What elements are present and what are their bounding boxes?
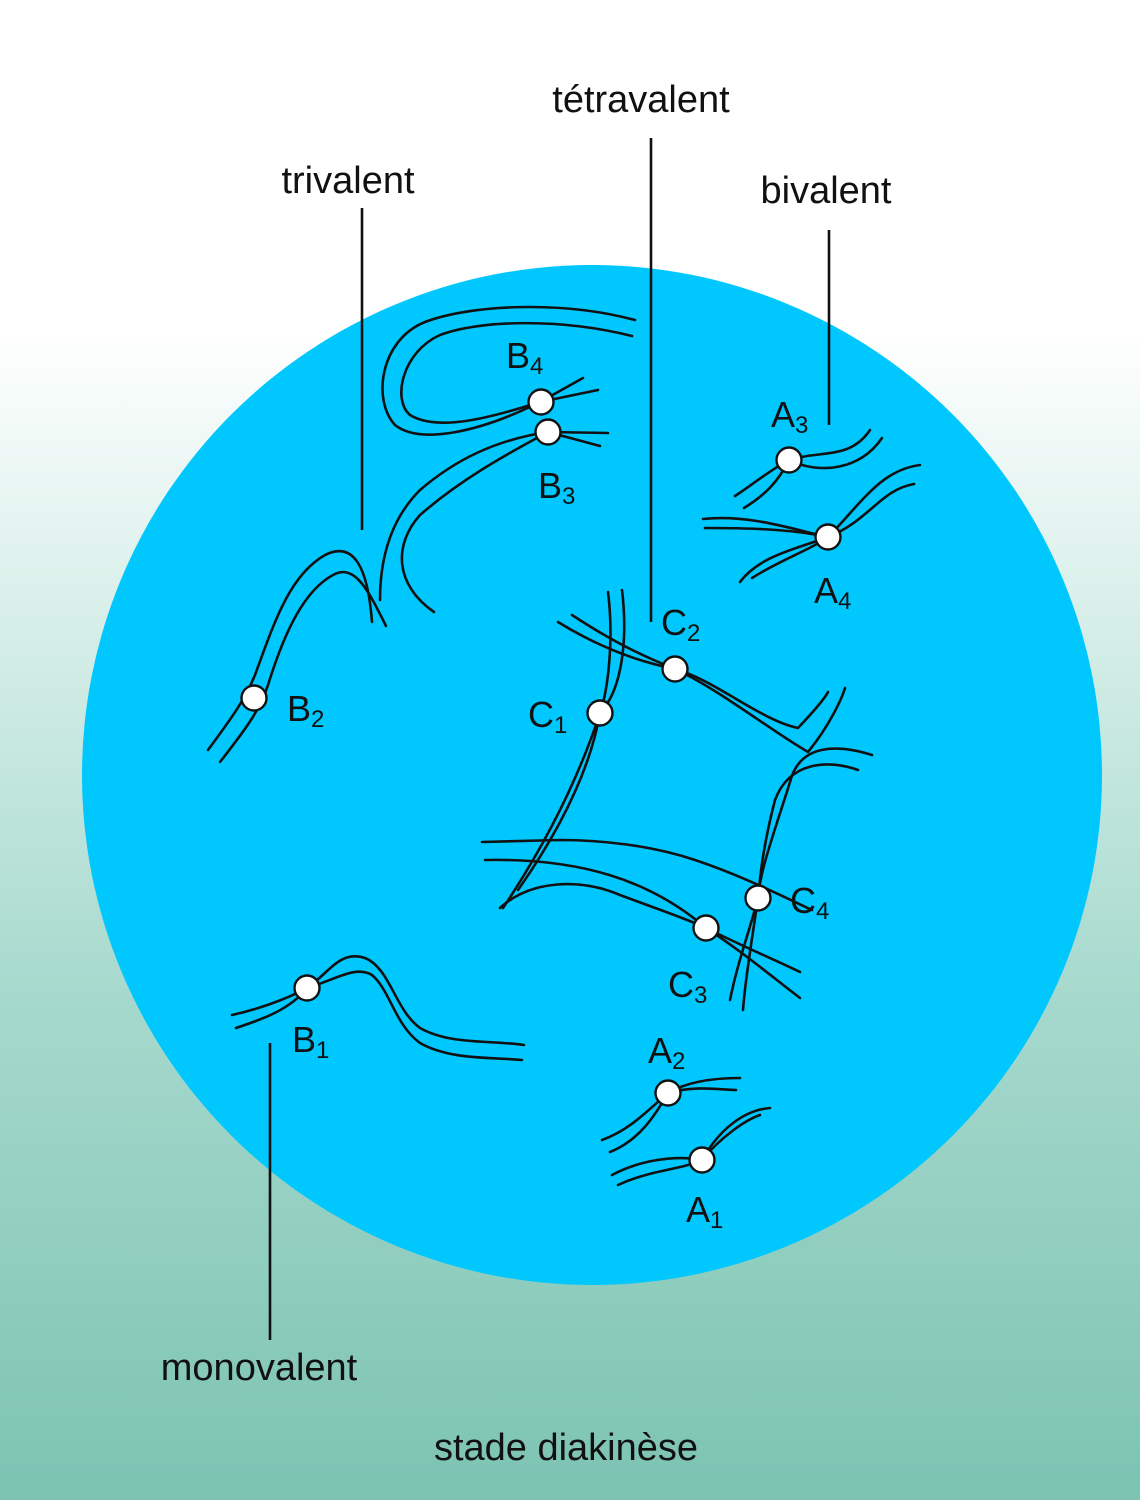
label-c4: C4	[790, 880, 829, 925]
monovalent-strand	[230, 955, 526, 1047]
centromere-c3	[692, 914, 720, 942]
label-a3: A3	[771, 394, 808, 439]
tetravalent-strand	[570, 613, 830, 730]
centromere-a1	[688, 1146, 716, 1174]
tetravalent-strand	[728, 747, 874, 1002]
label-c1: C1	[528, 694, 567, 739]
label-b3: B3	[538, 465, 575, 510]
label-monovalent: monovalent	[161, 1347, 358, 1389]
nucleus	[82, 265, 1102, 1285]
centromere-b2	[240, 684, 268, 712]
label-c2: C2	[661, 602, 700, 647]
label-b4: B4	[506, 335, 543, 380]
trivalent-strand	[206, 549, 374, 752]
label-a1: A1	[686, 1189, 723, 1234]
centromere-c1	[586, 699, 614, 727]
tetravalent-strand	[483, 858, 802, 1000]
centromere-c4	[744, 884, 772, 912]
label-stage: stade diakinèse	[434, 1427, 698, 1469]
trivalent-strand	[378, 430, 610, 602]
label-tetravalent: tétravalent	[552, 79, 730, 121]
label-b1: B1	[292, 1019, 329, 1064]
centromere-a2	[654, 1079, 682, 1107]
trivalent-strand	[400, 430, 602, 614]
label-c3: C3	[668, 964, 707, 1009]
centromere-a4	[814, 523, 842, 551]
centromere-a3	[775, 446, 803, 474]
centromere-c2	[661, 655, 689, 683]
trivalent-strand	[400, 321, 634, 425]
tetravalent-chromosomes	[480, 588, 874, 1012]
tetravalent-strand	[498, 882, 802, 974]
trivalent-chromosomes	[206, 305, 637, 764]
label-a4: A4	[814, 570, 851, 615]
centromere-b3	[534, 418, 562, 446]
tetravalent-strand	[480, 838, 814, 912]
label-b2: B2	[287, 688, 324, 733]
tetravalent-strand	[741, 763, 860, 1012]
trivalent-strand	[218, 570, 388, 764]
label-a2: A2	[648, 1030, 685, 1075]
monovalent-strand	[234, 970, 524, 1062]
centromere-b1	[293, 974, 321, 1002]
centromeres	[240, 388, 842, 1174]
label-trivalent: trivalent	[281, 160, 414, 202]
trivalent-strand	[381, 305, 637, 436]
centromere-b4	[527, 388, 555, 416]
label-bivalent: bivalent	[761, 170, 892, 212]
tetravalent-strand	[556, 620, 847, 754]
monovalent-chromosome	[230, 955, 526, 1062]
